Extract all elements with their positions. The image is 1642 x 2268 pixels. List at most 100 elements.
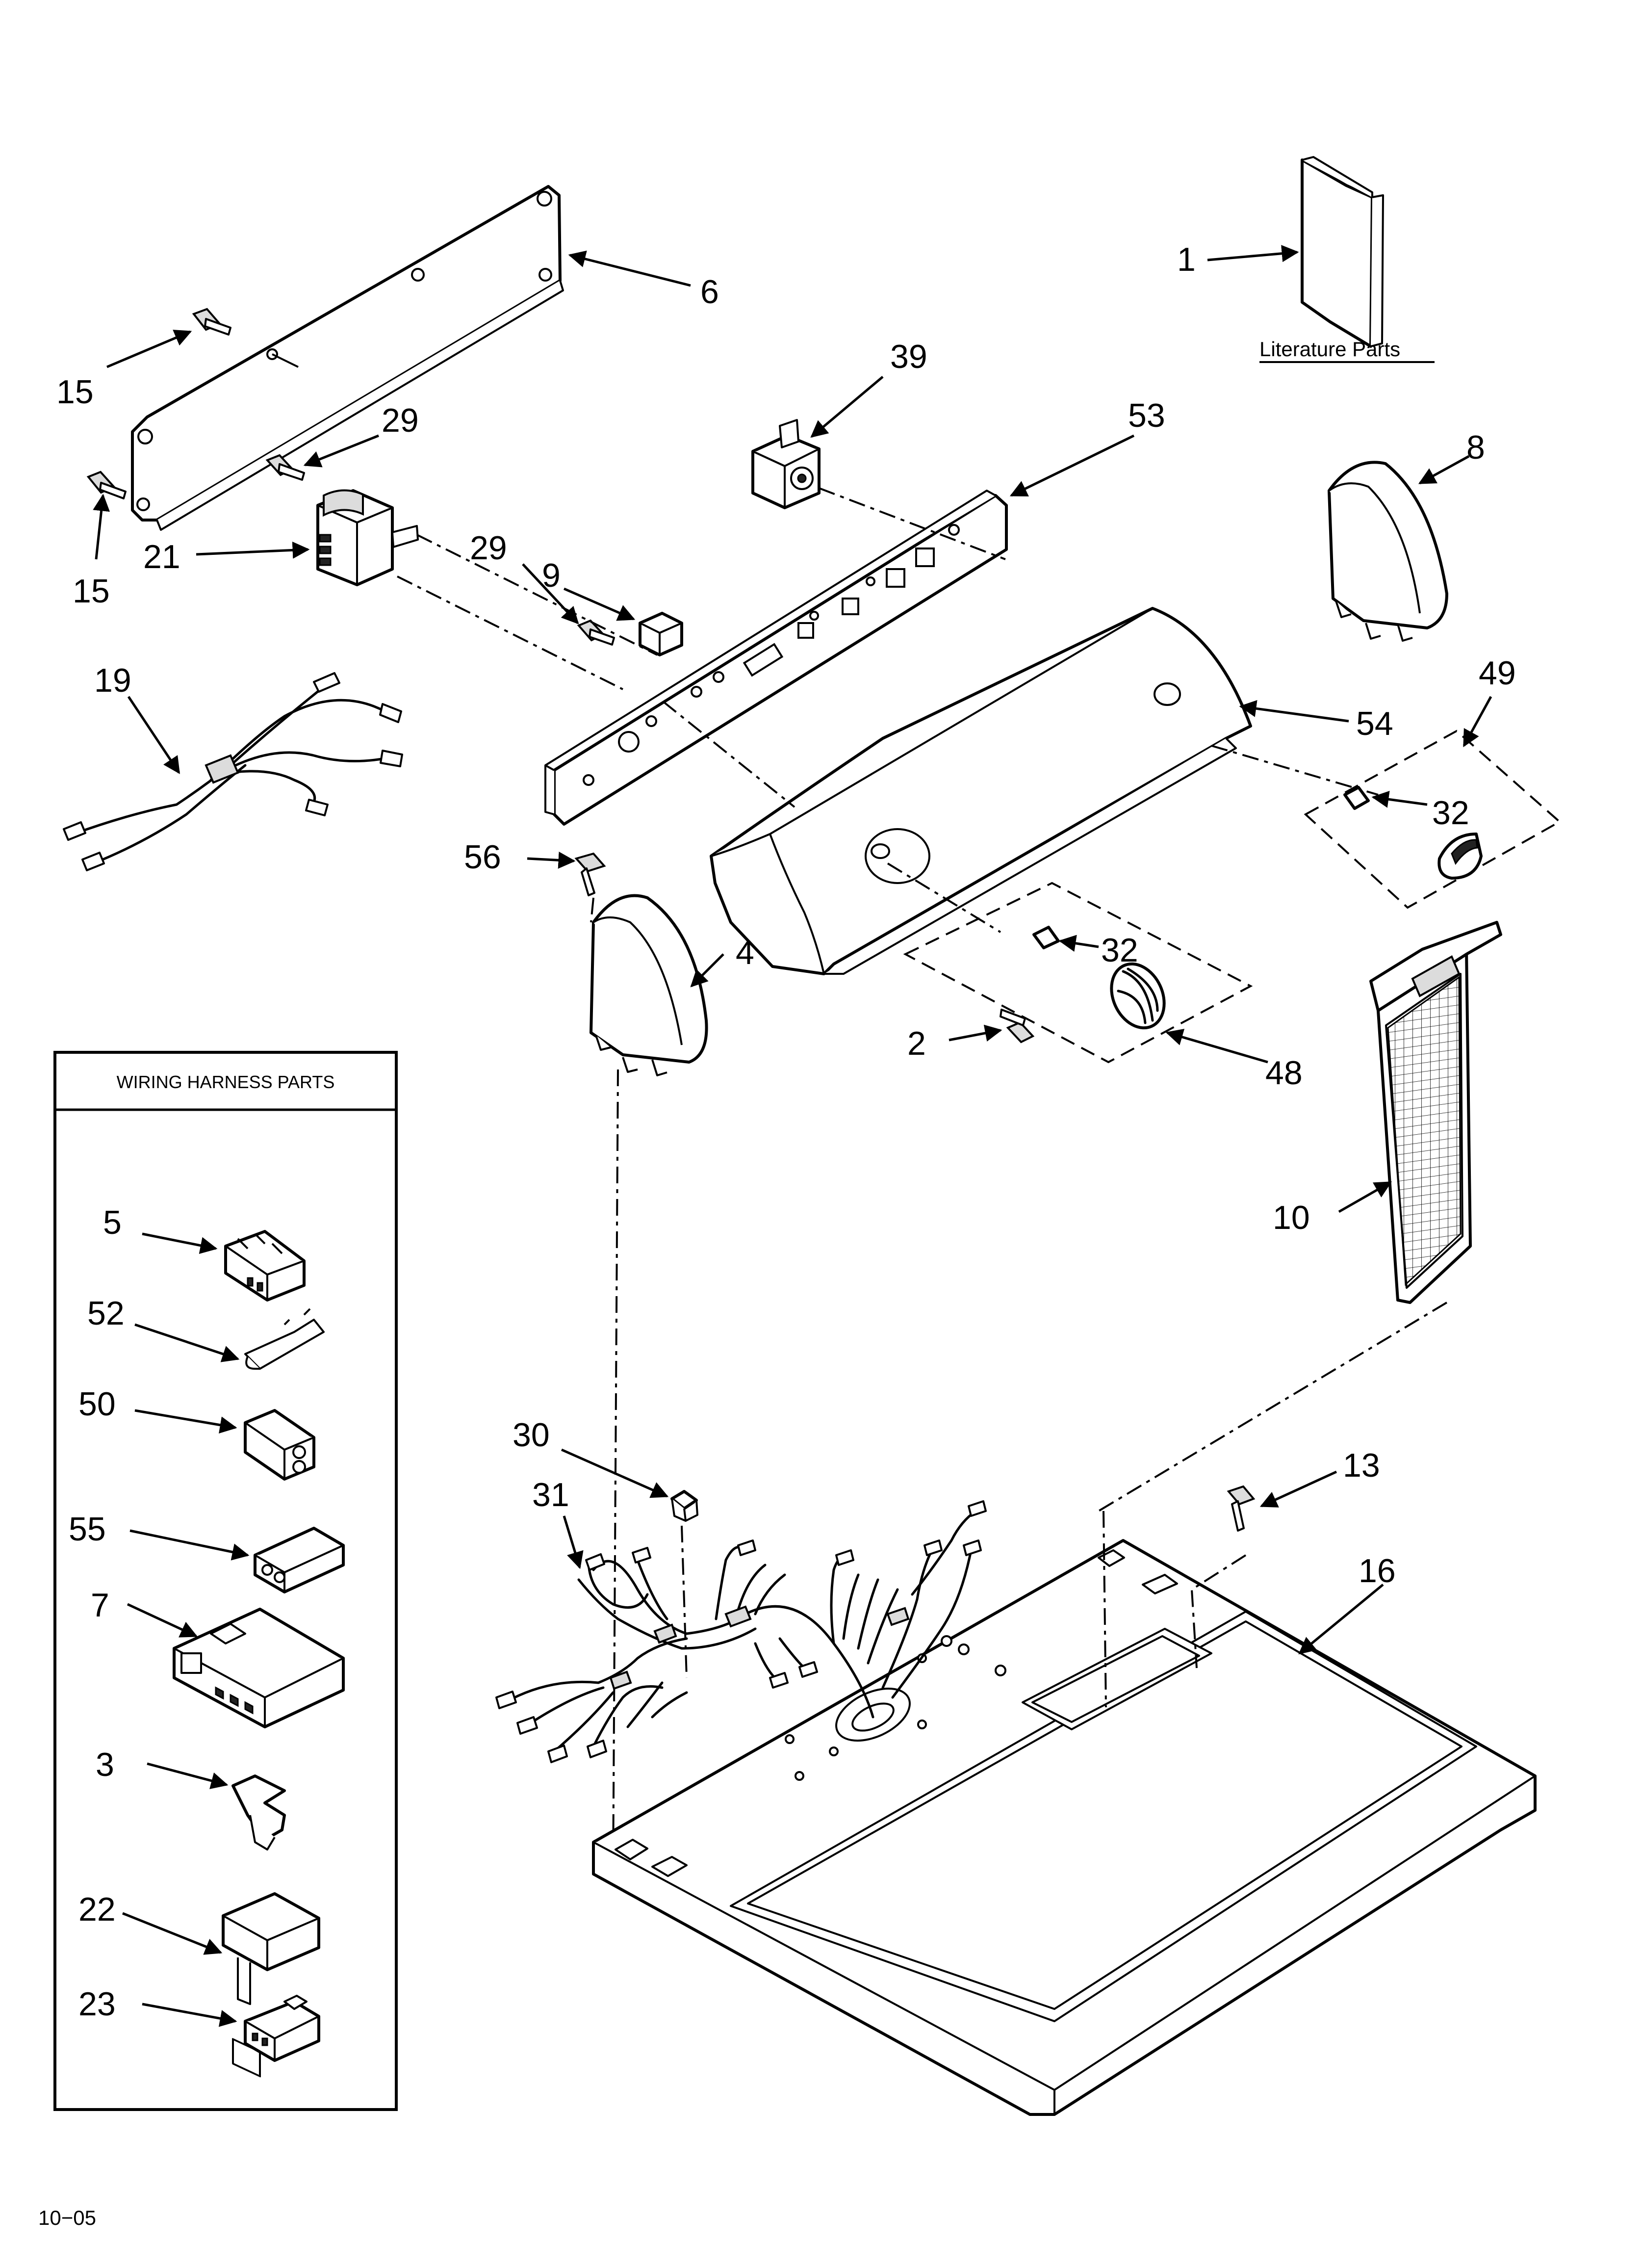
harness-box-title: WIRING HARNESS PARTS [117, 1072, 335, 1092]
callout-49: 49 [1479, 654, 1516, 692]
main-harness-31 [495, 1500, 987, 1763]
knob-kit-48 [903, 882, 1253, 1064]
callout-29-lower: 29 [470, 529, 507, 567]
knob-kit-49 [1304, 730, 1562, 909]
callout-23: 23 [78, 1985, 116, 2023]
clip-9 [639, 612, 683, 656]
callout-53: 53 [1128, 397, 1165, 434]
screw-29-lower [577, 619, 615, 646]
leader-5 [142, 1232, 218, 1254]
callout-2: 2 [907, 1025, 926, 1062]
leader-23 [142, 2003, 237, 2027]
end-cap-4 [590, 894, 708, 1076]
callout-30: 30 [513, 1416, 550, 1454]
console-54 [710, 607, 1252, 975]
wire-harness-19 [63, 672, 403, 871]
callout-50: 50 [78, 1385, 116, 1423]
callout-3: 3 [96, 1746, 114, 1783]
end-cap-8 [1328, 461, 1448, 642]
control-panel [544, 490, 1008, 826]
timer-switch [316, 489, 419, 586]
leader-19 [127, 696, 180, 774]
callout-32-left: 32 [1101, 932, 1138, 969]
callout-15-upper: 15 [56, 373, 94, 411]
callout-32-right: 32 [1432, 794, 1469, 832]
leader-4 [690, 953, 724, 988]
leader-22 [122, 1912, 223, 1955]
screw-56 [574, 852, 606, 896]
leader-30 [561, 1448, 669, 1498]
dash-top-a [1103, 1511, 1107, 1708]
leader-8 [1418, 455, 1470, 485]
callout-22: 22 [78, 1891, 116, 1928]
callout-1: 1 [1177, 241, 1196, 278]
callout-6: 6 [700, 273, 719, 311]
dash-console [662, 701, 795, 808]
screw-2 [1000, 1009, 1035, 1043]
dash-clip [681, 1525, 688, 1678]
dash-timer [416, 534, 658, 656]
callout-5: 5 [103, 1204, 122, 1241]
leader-3 [147, 1762, 229, 1789]
leader-55 [129, 1529, 250, 1561]
callout-16: 16 [1359, 1552, 1396, 1590]
dash-endcap [612, 1069, 619, 1875]
screw-29-upper [265, 454, 305, 481]
callout-13: 13 [1343, 1447, 1380, 1484]
harness-connector-5 [224, 1230, 306, 1302]
dash-lint [1098, 1302, 1448, 1512]
leader-48 [1165, 1029, 1268, 1064]
callout-29-upper: 29 [382, 402, 419, 439]
leader-10 [1338, 1181, 1392, 1213]
leader-21 [196, 541, 310, 559]
top-panel-16 [592, 1539, 1537, 2116]
callout-48: 48 [1265, 1054, 1303, 1092]
leader-29-lower [522, 563, 579, 625]
leader-32-left [1058, 935, 1099, 952]
selector-switch-39 [751, 419, 821, 509]
literature-book [1301, 156, 1384, 348]
callout-54: 54 [1356, 705, 1393, 742]
leader-50 [134, 1409, 237, 1434]
screw-15-lower [86, 470, 127, 499]
callout-8: 8 [1466, 429, 1485, 466]
harness-block-7 [173, 1608, 345, 1728]
leader-49 [1462, 696, 1492, 748]
leader-39 [810, 376, 884, 438]
harness-housing-50 [244, 1409, 315, 1481]
leader-53 [1009, 434, 1135, 497]
callout-19: 19 [94, 662, 131, 699]
dash-console-c [1211, 745, 1379, 796]
callout-55: 55 [69, 1511, 106, 1548]
callout-7: 7 [91, 1587, 109, 1624]
callout-21: 21 [143, 538, 180, 575]
leader-9 [563, 587, 636, 621]
rear-panel-bracket [131, 185, 564, 531]
literature-parts-label: Literature Parts [1259, 338, 1400, 361]
leader-31 [563, 1515, 584, 1569]
leader-32-right [1371, 790, 1428, 808]
leader-56 [527, 851, 576, 869]
clip-30 [670, 1490, 698, 1522]
callout-15-lower: 15 [73, 573, 110, 610]
leader-29-upper [303, 434, 379, 468]
callout-31: 31 [532, 1476, 569, 1513]
harness-terminal-52 [244, 1308, 325, 1370]
callout-39: 39 [890, 338, 927, 375]
leader-2 [949, 1024, 1002, 1042]
harness-clip-3 [231, 1774, 286, 1851]
dash-screw [590, 897, 594, 923]
dash-console-b [887, 862, 1001, 933]
callout-9: 9 [542, 557, 561, 594]
leader-15-upper [106, 330, 192, 368]
screw-15-upper [192, 308, 231, 336]
harness-connector-23 [244, 1995, 320, 2062]
screw-13 [1227, 1485, 1256, 1532]
dash-timer-b [397, 575, 623, 690]
leader-6 [568, 250, 691, 287]
footer-code: 10−05 [38, 2206, 96, 2229]
callout-10: 10 [1273, 1199, 1310, 1236]
lint-screen-10 [1369, 921, 1502, 1304]
dash-switch [819, 487, 1006, 560]
